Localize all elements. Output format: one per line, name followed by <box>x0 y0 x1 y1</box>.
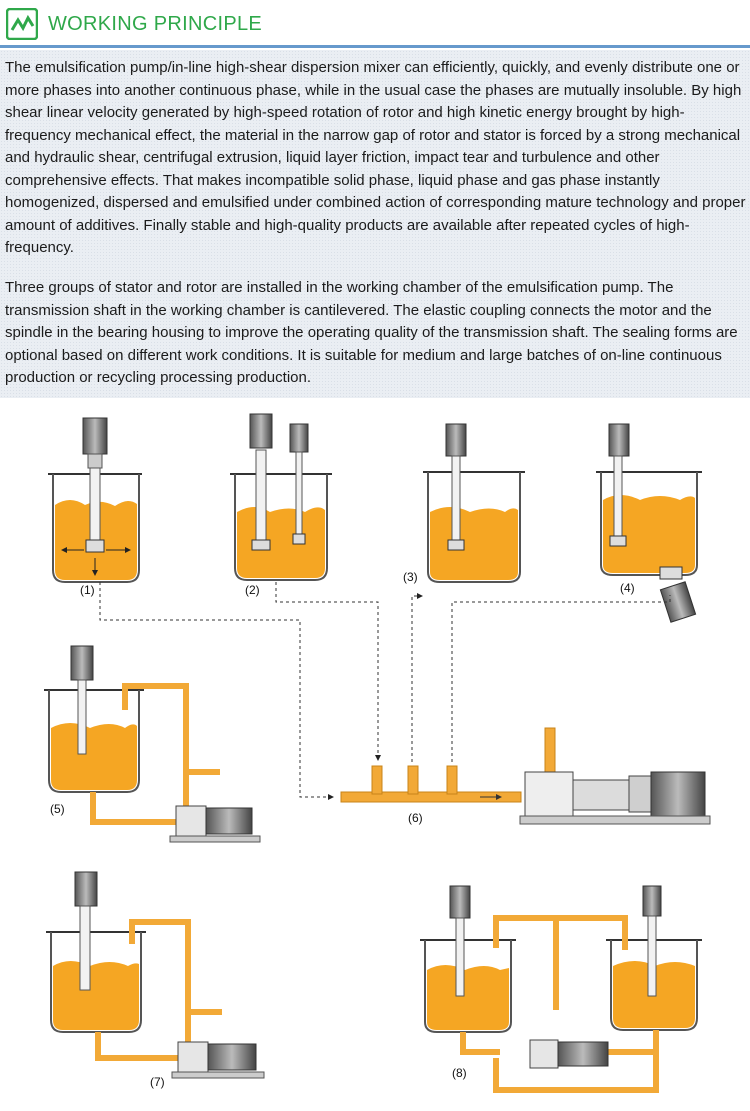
label-1: (1) <box>80 583 95 597</box>
description-panel <box>0 50 750 398</box>
dashed-flow-lines <box>99 582 671 800</box>
motor-6-icon <box>650 771 706 817</box>
paragraph-principle: The emulsification pump/in-line high-she… <box>5 59 746 256</box>
motor-8b-icon <box>642 885 662 917</box>
motor-7-icon <box>74 871 98 907</box>
label-4: (4) <box>620 581 635 595</box>
header-divider <box>0 45 750 48</box>
mixer-logo-icon <box>6 8 38 40</box>
header: WORKING PRINCIPLE <box>0 0 750 50</box>
label-7: (7) <box>150 1075 165 1089</box>
tank-1 <box>48 417 142 583</box>
tank-2 <box>230 413 332 581</box>
pump-7-icon <box>177 1041 209 1073</box>
motor-8a-icon <box>449 885 471 919</box>
motor-4-icon <box>608 423 630 457</box>
label-3: (3) <box>403 570 418 584</box>
label-8: (8) <box>452 1066 467 1080</box>
motor-5-icon <box>70 645 94 681</box>
inline-mixer-chamber <box>524 771 574 817</box>
system-7 <box>46 871 265 1079</box>
working-principle-diagram: (1) (2) (3) (4) <box>44 413 711 1093</box>
liquid-2 <box>237 507 325 578</box>
system-8 <box>420 885 702 1093</box>
label-6: (6) <box>408 811 423 825</box>
pump-5-icon <box>175 805 207 837</box>
motor-1-icon <box>82 417 108 455</box>
pump-motor-8-icon <box>557 1041 609 1067</box>
pump-motor-7-icon <box>207 1043 257 1071</box>
bottom-motor-4-icon <box>659 581 697 623</box>
motor-2a-icon <box>249 413 273 449</box>
liquid-4 <box>603 495 695 573</box>
pump-motor-5-icon <box>205 807 253 835</box>
page-title: WORKING PRINCIPLE <box>48 13 263 35</box>
system-5 <box>44 645 261 843</box>
tank-4 <box>596 423 702 623</box>
motor-3-icon <box>445 423 467 457</box>
tank-3 <box>423 423 525 583</box>
liquid-3 <box>430 507 518 580</box>
system-6 <box>340 727 711 825</box>
paragraph-structure: Three groups of stator and rotor are ins… <box>5 279 738 386</box>
label-5: (5) <box>50 802 65 816</box>
pump-8-icon <box>529 1039 559 1069</box>
label-2: (2) <box>245 583 260 597</box>
motor-2b-icon <box>289 423 309 453</box>
